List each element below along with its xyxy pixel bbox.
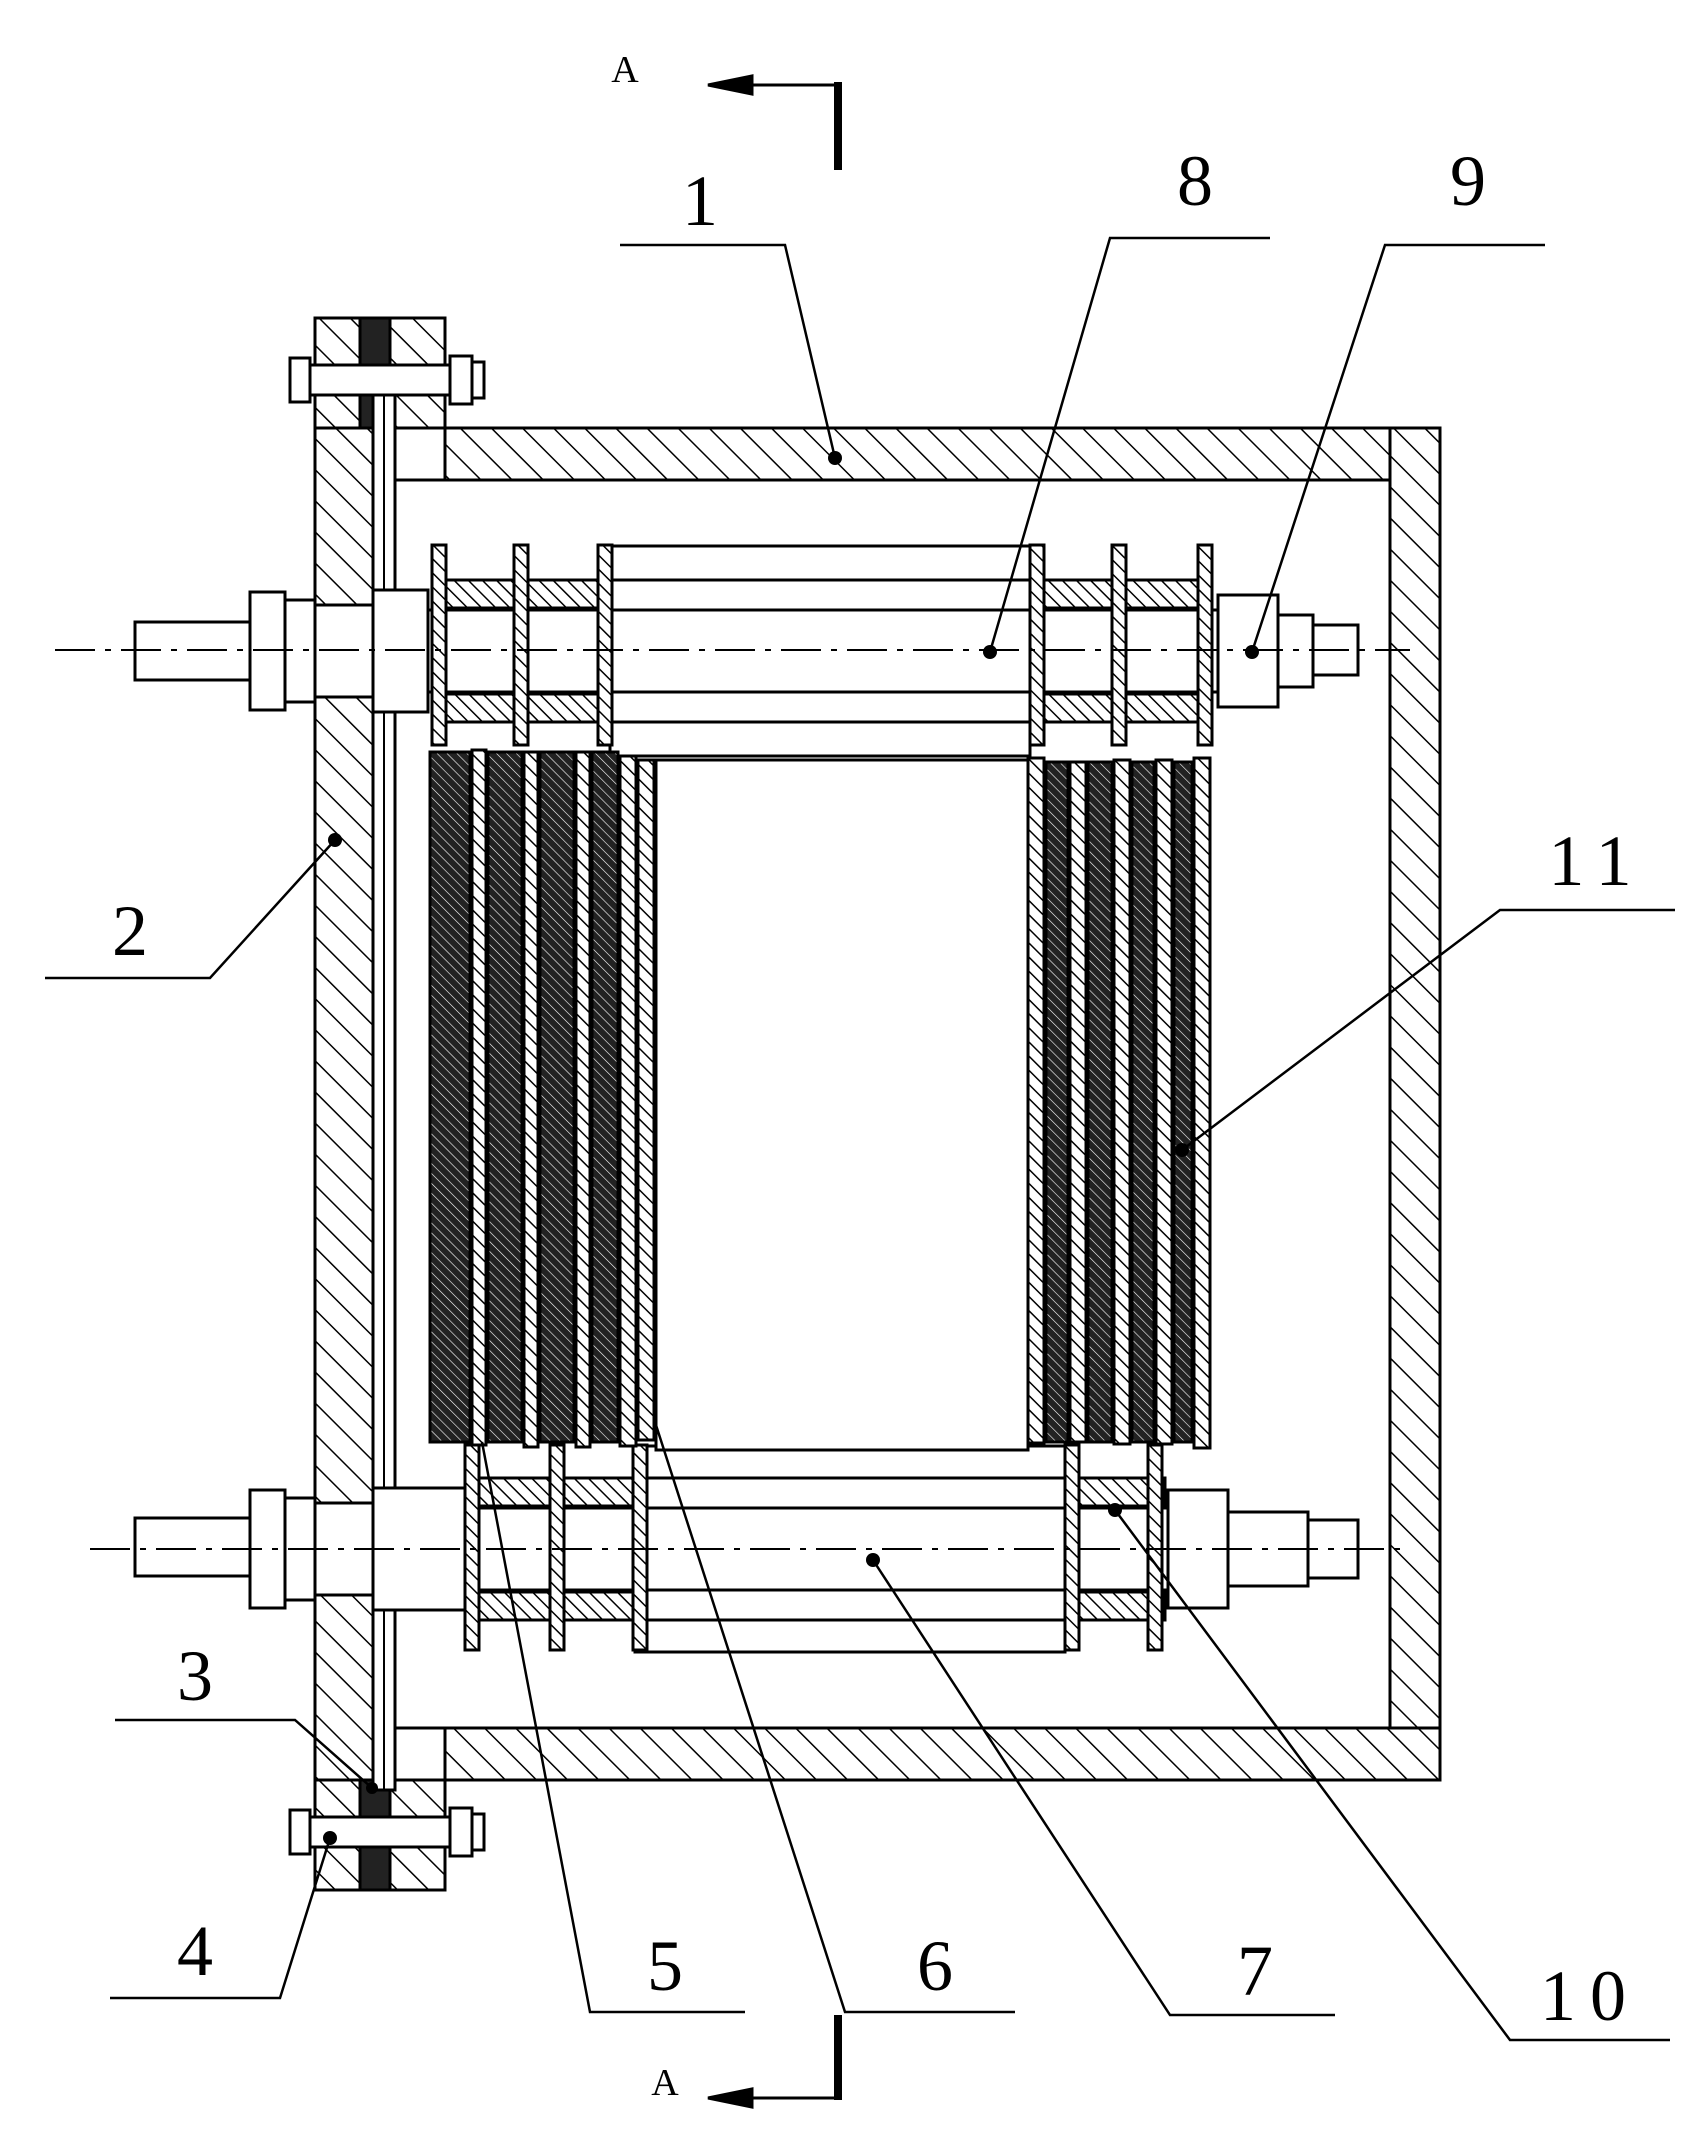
section-label-top: A (611, 49, 639, 91)
left-belt-pack (428, 748, 656, 1449)
callout-4: 4 (177, 1911, 213, 1991)
callout-9: 9 (1450, 141, 1486, 221)
callout-7: 7 (1237, 1931, 1273, 2011)
callout-10: 10 (1540, 1956, 1640, 2036)
callout-6: 6 (917, 1926, 953, 2006)
callout-3: 3 (177, 1636, 213, 1716)
upper-shaft-assembly (133, 543, 1360, 758)
callout-8: 8 (1177, 141, 1213, 221)
section-marker-bottom (707, 2015, 842, 2109)
section-marker-top (707, 74, 842, 170)
right-belt-pack (1026, 756, 1212, 1450)
section-label-bottom: A (651, 2062, 679, 2104)
callout-5: 5 (647, 1926, 683, 2006)
callout-2: 2 (112, 891, 148, 971)
top-bolt (288, 354, 486, 406)
center-opening (654, 758, 1030, 1452)
leader-lines (45, 236, 1675, 2042)
callout-1: 1 (682, 161, 718, 241)
callout-11: 11 (1548, 821, 1645, 901)
